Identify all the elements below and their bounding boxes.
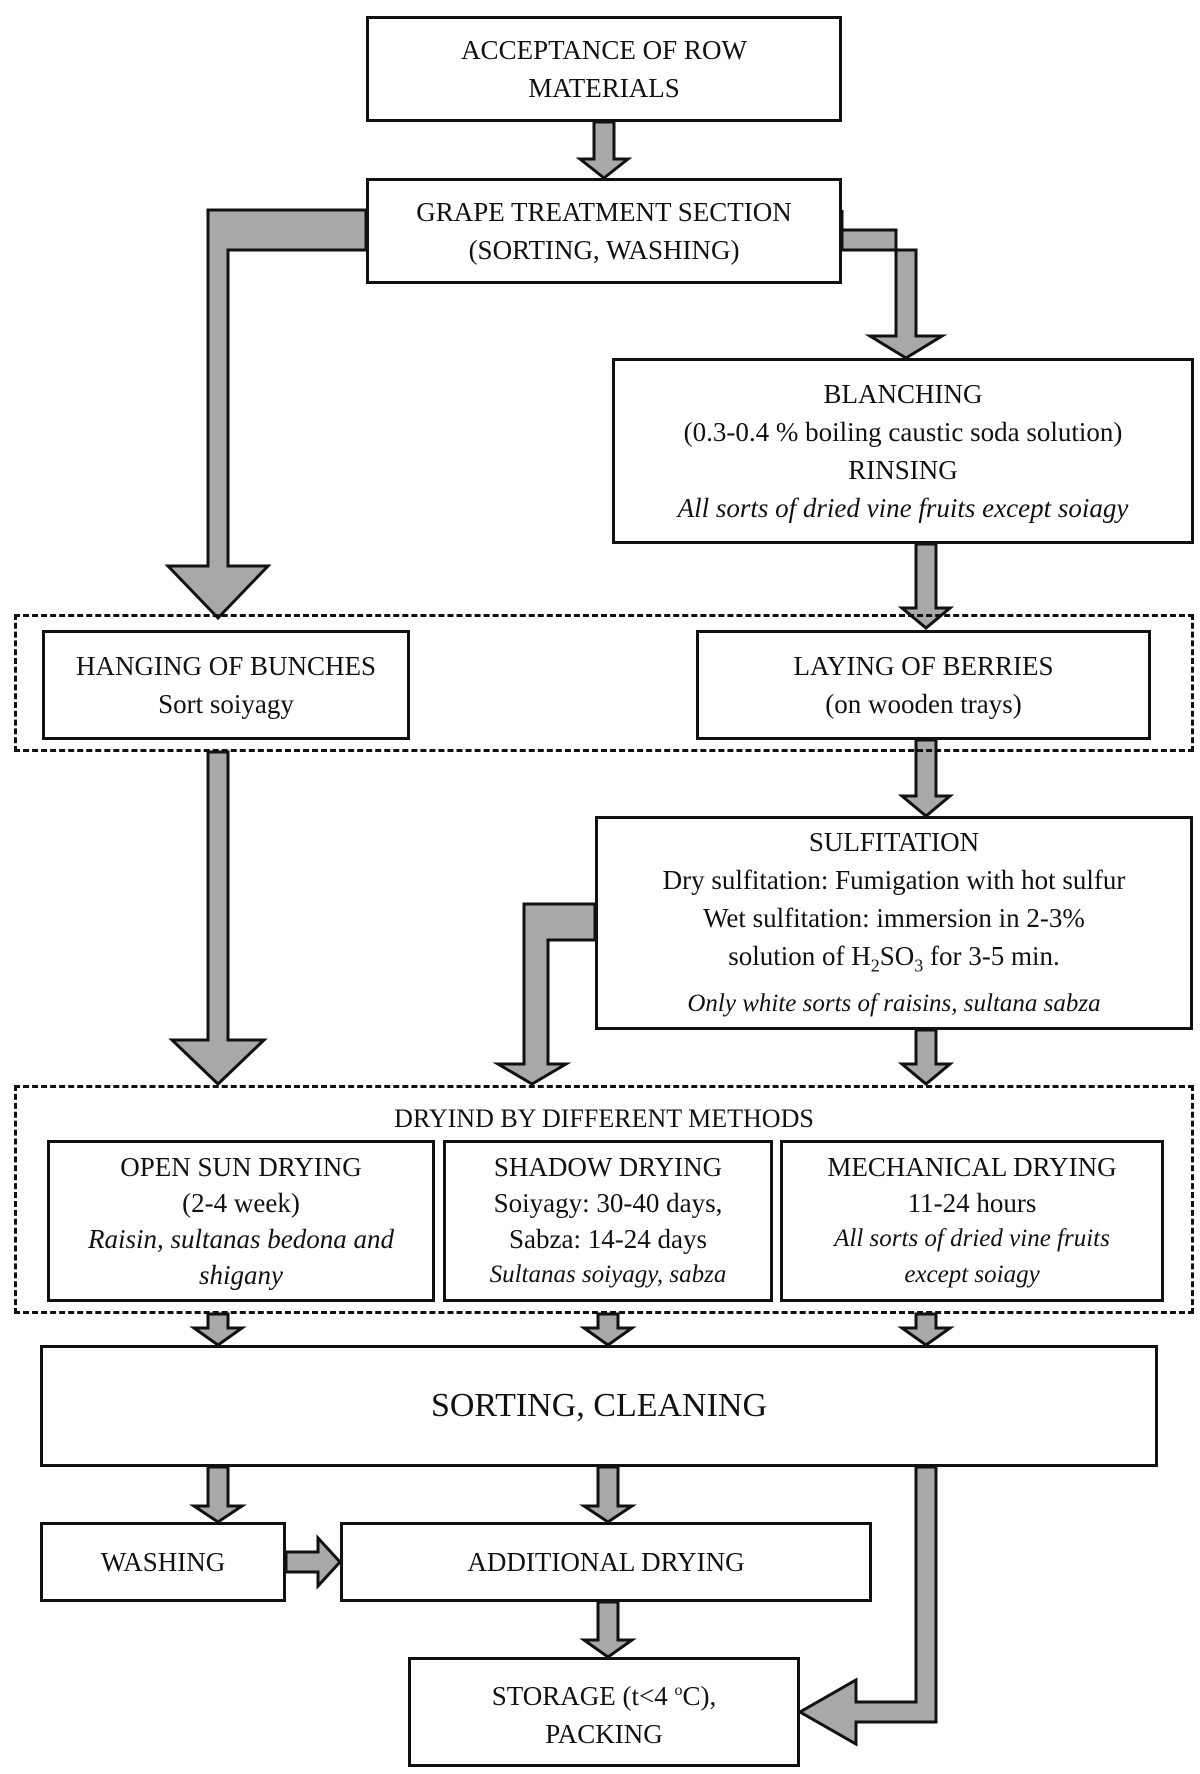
open-sun-drying-box: OPEN SUN DRYING (2-4 week) Raisin, sulta… xyxy=(47,1140,435,1302)
solution-post: for 3-5 min. xyxy=(923,941,1060,972)
drying-group-title: DRYIND BY DIFFERENT METHODS xyxy=(394,1104,814,1133)
arrow-washing-to-additional xyxy=(284,1534,343,1590)
shadow-detail-2: Sabza: 14-24 days xyxy=(509,1224,707,1254)
blanching-box: BLANCHING (0.3-0.4 % boiling caustic sod… xyxy=(612,358,1194,544)
arrow-blanching-to-laying xyxy=(897,542,955,630)
sulfitation-note: Only white sorts of raisins, sultana sab… xyxy=(687,989,1101,1017)
arrow-sulfitation-to-shadow xyxy=(492,902,597,1086)
arrow-mechanical-to-sorting xyxy=(897,1312,955,1347)
hanging-detail: Sort soiyagy xyxy=(158,689,294,719)
arrow-acceptance-to-treatment xyxy=(575,120,633,180)
shadow-note: Sultanas soiyagy, sabza xyxy=(489,1261,727,1288)
storage-pre: STORAGE (t<4 xyxy=(491,1680,675,1711)
treatment-line-2: (SORTING, WASHING) xyxy=(468,235,740,265)
sulfitation-title: SULFITATION xyxy=(808,827,980,858)
solution-mid: SO xyxy=(879,941,915,972)
mechanical-detail: 11-24 hours xyxy=(907,1188,1037,1218)
shadow-detail-1: Soiyagy: 30-40 days, xyxy=(493,1188,723,1218)
sulfitation-wet-solution: solution of H2SO3 for 3-5 min. xyxy=(728,937,1060,984)
laying-detail: (on wooden trays) xyxy=(825,689,1022,719)
acceptance-line-2: MATERIALS xyxy=(528,73,680,103)
storage-line-2: PACKING xyxy=(545,1718,663,1749)
additional-drying-box: ADDITIONAL DRYING xyxy=(340,1522,872,1602)
arrow-shadow-to-sorting xyxy=(579,1312,637,1347)
arrow-treatment-to-blanching xyxy=(840,210,948,360)
open-sun-title: OPEN SUN DRYING xyxy=(120,1152,362,1182)
grape-treatment-box: GRAPE TREATMENT SECTION (SORTING, WASHIN… xyxy=(366,178,842,284)
mechanical-drying-box: MECHANICAL DRYING 11-24 hours All sorts … xyxy=(780,1140,1164,1302)
laying-title: LAYING OF BERRIES xyxy=(793,651,1054,681)
drying-methods-group xyxy=(14,1085,1194,1314)
shadow-drying-box: SHADOW DRYING Soiyagy: 30-40 days, Sabza… xyxy=(443,1140,773,1302)
mechanical-title: MECHANICAL DRYING xyxy=(827,1152,1117,1182)
arrow-additional-to-storage xyxy=(579,1600,637,1659)
storage-line-1: STORAGE (t<4 oC), xyxy=(492,1672,717,1715)
storage-post: C), xyxy=(682,1680,717,1711)
acceptance-of-raw-materials-box: ACCEPTANCE OF ROW MATERIALS xyxy=(366,16,842,122)
treatment-line-1: GRAPE TREATMENT SECTION xyxy=(416,197,792,227)
open-sun-detail: (2-4 week) xyxy=(182,1188,300,1218)
storage-packing-box: STORAGE (t<4 oC), PACKING xyxy=(408,1657,800,1767)
hanging-of-bunches-box: HANGING OF BUNCHES Sort soiyagy xyxy=(42,630,410,740)
subscript-2: 2 xyxy=(870,955,880,976)
sorting-cleaning-box: SORTING, CLEANING xyxy=(40,1345,1158,1467)
manual-placement-group xyxy=(14,614,1194,752)
sulfitation-box: SULFITATION Dry sulfitation: Fumigation … xyxy=(595,816,1193,1030)
open-sun-note-2: shigany xyxy=(199,1260,283,1290)
washing-title: WASHING xyxy=(100,1547,226,1577)
laying-of-berries-box: LAYING OF BERRIES (on wooden trays) xyxy=(696,630,1151,740)
rinsing-title: RINSING xyxy=(848,455,958,485)
arrow-sorting-to-washing xyxy=(189,1465,247,1524)
washing-box: WASHING xyxy=(40,1522,286,1602)
mechanical-note-1: All sorts of dried vine fruits xyxy=(834,1225,1110,1252)
additional-title: ADDITIONAL DRYING xyxy=(467,1547,745,1577)
open-sun-note-1: Raisin, sultanas bedona and xyxy=(87,1224,394,1254)
arrow-sulfitation-to-mechanical xyxy=(897,1028,955,1086)
sulfitation-dry: Dry sulfitation: Fumigation with hot sul… xyxy=(662,865,1126,896)
sulfitation-wet: Wet sulfitation: immersion in 2-3% xyxy=(703,903,1085,934)
arrow-treatment-to-hanging xyxy=(164,208,368,621)
arrow-hanging-to-drying xyxy=(168,750,268,1087)
solution-pre: solution of H xyxy=(728,941,871,972)
blanching-note: All sorts of dried vine fruits except so… xyxy=(677,493,1129,523)
subscript-3: 3 xyxy=(914,955,924,976)
blanching-title: BLANCHING xyxy=(823,379,983,409)
shadow-title: SHADOW DRYING xyxy=(493,1152,723,1182)
acceptance-line-1: ACCEPTANCE OF ROW xyxy=(461,35,747,65)
mechanical-note-2: except soiagy xyxy=(904,1261,1040,1288)
hanging-title: HANGING OF BUNCHES xyxy=(75,651,377,681)
sorting-title: SORTING, CLEANING xyxy=(430,1387,768,1424)
degree-sign: o xyxy=(674,1681,683,1699)
blanching-detail: (0.3-0.4 % boiling caustic soda solution… xyxy=(683,417,1123,447)
arrow-sorting-to-additional xyxy=(579,1465,637,1524)
arrow-open-sun-to-sorting xyxy=(189,1312,247,1347)
arrow-sorting-to-storage xyxy=(796,1465,938,1747)
